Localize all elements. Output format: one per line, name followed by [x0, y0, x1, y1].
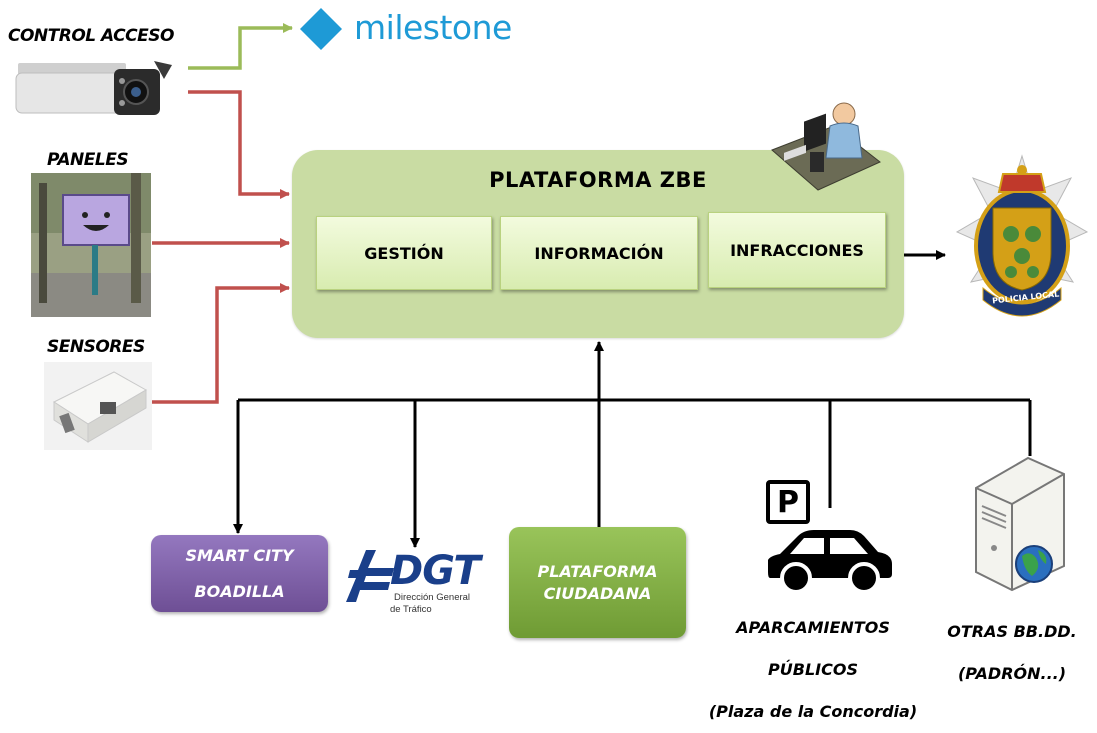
smart-city-line1: SMART CITY [185, 545, 294, 565]
car-icon [768, 530, 892, 594]
dgt-subtitle-1: Dirección General [394, 592, 471, 603]
sensor-photo [44, 362, 152, 450]
operator-icon [771, 102, 881, 191]
otras-line2: (PADRÓN...) [957, 664, 1067, 683]
milestone-diamond-icon [300, 8, 342, 50]
module-gestion[interactable]: GESTIÓN [316, 216, 492, 290]
server-database-icon [975, 456, 1065, 592]
milestone-text: milestone [354, 8, 512, 47]
label-paneles: PANELES [47, 150, 129, 170]
arrow-sensor-platform [152, 283, 290, 404]
dgt-subtitle-2: de Tráfico [390, 604, 432, 615]
arrow-camera-platform [188, 90, 290, 199]
camera-icon [15, 61, 172, 115]
otras-bbdd-caption: OTRAS BB.DD. (PADRÓN...) [930, 611, 1094, 695]
module-infracciones[interactable]: INFRACCIONES [708, 212, 886, 288]
otras-line1: OTRAS BB.DD. [947, 622, 1077, 641]
milestone-logo: milestone [298, 6, 538, 52]
label-control-acceso: CONTROL ACCESO [8, 26, 174, 46]
parking-sign-icon: P [766, 480, 810, 524]
plataforma-zbe: PLATAFORMA ZBE GESTIÓN INFORMACIÓN INFRA… [292, 150, 904, 338]
smart-city-boadilla-box[interactable]: SMART CITY BOADILLA [151, 535, 328, 612]
parking-sign-letter: P [777, 484, 799, 520]
aparcamientos-caption: APARCAMIENTOS PÚBLICOS (Plaza de la Conc… [702, 607, 924, 733]
aparcamientos-line3: (Plaza de la Concordia) [708, 702, 918, 721]
ciudadana-line1: PLATAFORMA [537, 561, 658, 581]
dgt-text: DGT [390, 548, 481, 594]
dgt-cross-icon [346, 550, 394, 602]
ciudadana-line2: CIUDADANA [543, 583, 652, 603]
aparcamientos-line1: APARCAMIENTOS [736, 618, 890, 637]
label-sensores: SENSORES [47, 337, 145, 357]
dgt-logo: DGT Dirección General de Tráfico [346, 548, 486, 620]
module-informacion[interactable]: INFORMACIÓN [500, 216, 698, 290]
arrow-camera-milestone [188, 23, 293, 70]
smart-city-line2: BOADILLA [194, 581, 285, 601]
panel-photo [31, 173, 151, 317]
plataforma-ciudadana-box[interactable]: PLATAFORMA CIUDADANA [509, 527, 686, 638]
platform-title: PLATAFORMA ZBE [489, 168, 707, 192]
policia-local-badge-icon [955, 154, 1089, 317]
aparcamientos-line2: PÚBLICOS [768, 660, 858, 679]
